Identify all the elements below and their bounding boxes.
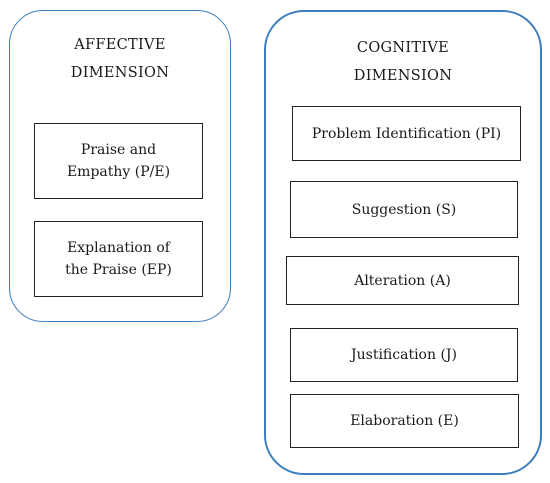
alteration-box: Alteration (A) [286, 256, 519, 305]
explanation-praise-line2: the Praise (EP) [65, 262, 172, 278]
justification-box: Justification (J) [290, 328, 518, 382]
problem-identification-label: Problem Identification (PI) [311, 125, 502, 142]
explanation-praise-line1: Explanation of [67, 240, 170, 256]
explanation-praise-box: Explanation of the Praise (EP) [34, 221, 203, 297]
affective-dimension-title: AFFECTIVE DIMENSION [10, 31, 230, 87]
praise-empathy-box: Praise and Empathy (P/E) [34, 123, 203, 199]
affective-title-line1: AFFECTIVE [74, 37, 166, 53]
justification-label: Justification (J) [351, 347, 457, 363]
praise-empathy-line2: Empathy (P/E) [66, 164, 171, 180]
cognitive-title-line2: DIMENSION [353, 68, 453, 84]
cognitive-dimension-title: COGNITIVE DIMENSION [266, 34, 540, 90]
elaboration-box: Elaboration (E) [290, 394, 519, 448]
affective-title-line2: DIMENSION [70, 65, 170, 81]
elaboration-label: Elaboration (E) [350, 413, 459, 429]
cognitive-title-line1: COGNITIVE [356, 40, 450, 56]
suggestion-box: Suggestion (S) [290, 181, 518, 238]
suggestion-label: Suggestion (S) [351, 201, 457, 218]
praise-empathy-line1: Praise and [80, 142, 157, 158]
alteration-label: Alteration (A) [354, 272, 451, 289]
problem-identification-box: Problem Identification (PI) [292, 106, 521, 161]
